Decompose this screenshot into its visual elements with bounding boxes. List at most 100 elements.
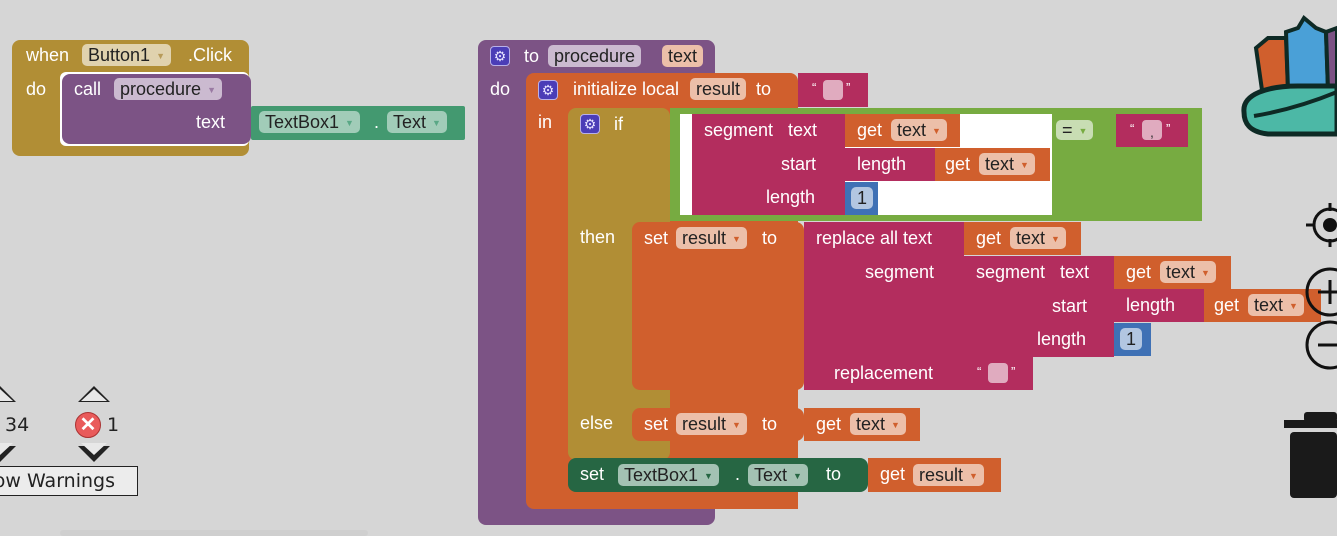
compare-operator-dropdown[interactable]: =▼ bbox=[1056, 120, 1094, 140]
grid-mark bbox=[321, 218, 328, 225]
property-dropdown[interactable]: Text▼ bbox=[748, 464, 808, 486]
grid-mark bbox=[165, 218, 172, 225]
grid-mark bbox=[139, 478, 146, 485]
backpack-icon[interactable] bbox=[1238, 8, 1337, 138]
get-result-block[interactable]: get result▼ bbox=[868, 458, 1001, 492]
property-dropdown[interactable]: Text▼ bbox=[387, 111, 447, 133]
recenter-icon[interactable] bbox=[1302, 200, 1337, 250]
get-text-block[interactable]: get text▼ bbox=[1114, 256, 1231, 289]
grid-mark bbox=[269, 10, 276, 17]
grid-mark bbox=[35, 244, 42, 251]
grid-mark bbox=[87, 296, 94, 303]
warning-prev-arrow[interactable] bbox=[0, 386, 16, 402]
empty-text-block[interactable]: “ ” bbox=[798, 73, 868, 107]
grid-mark bbox=[295, 400, 302, 407]
length-block[interactable]: length bbox=[1114, 289, 1204, 322]
get-label: get bbox=[857, 120, 883, 140]
grid-mark bbox=[61, 322, 68, 329]
component-dropdown[interactable]: TextBox1▼ bbox=[618, 464, 719, 486]
grid-mark bbox=[399, 426, 406, 433]
grid-mark bbox=[581, 530, 588, 533]
grid-mark bbox=[425, 62, 432, 69]
length-block[interactable]: length bbox=[845, 148, 935, 181]
get-text-block[interactable]: get text▼ bbox=[964, 222, 1081, 255]
grid-mark bbox=[165, 36, 172, 43]
comma-text-block[interactable]: “ , ” bbox=[1116, 114, 1188, 147]
horizontal-scrollbar[interactable] bbox=[60, 530, 368, 536]
text-value-field[interactable] bbox=[823, 80, 843, 100]
grid-mark bbox=[347, 348, 354, 355]
component-dropdown[interactable]: TextBox1▼ bbox=[259, 111, 360, 133]
zoom-in-icon[interactable] bbox=[1302, 266, 1337, 318]
grid-mark bbox=[373, 478, 380, 485]
get-text-block[interactable]: get text▼ bbox=[845, 114, 960, 147]
grid-mark bbox=[1205, 244, 1212, 251]
set-result-block[interactable]: set result▼ to bbox=[632, 408, 804, 441]
segment-block[interactable]: segment text start length bbox=[692, 114, 845, 215]
trash-icon[interactable] bbox=[1284, 412, 1337, 498]
grid-mark bbox=[1075, 10, 1082, 17]
grid-mark bbox=[1257, 426, 1264, 433]
set-textbox-text-block[interactable]: set TextBox1▼ . Text▼ to bbox=[568, 458, 868, 492]
grid-mark bbox=[1127, 62, 1134, 69]
grid-mark bbox=[971, 10, 978, 17]
grid-mark bbox=[269, 374, 276, 381]
warning-next-arrow[interactable] bbox=[0, 443, 16, 462]
param-text[interactable]: text bbox=[662, 45, 704, 67]
grid-mark bbox=[399, 88, 406, 95]
grid-mark bbox=[763, 36, 770, 43]
component-dropdown[interactable]: Button1▼ bbox=[82, 44, 171, 66]
get-text-block[interactable]: get text▼ bbox=[935, 148, 1050, 181]
call-procedure-block[interactable]: call procedure▼ text bbox=[62, 74, 251, 144]
var-dropdown[interactable]: text▼ bbox=[1160, 261, 1216, 283]
replace-all-block[interactable]: replace all text segment replacement bbox=[804, 222, 964, 390]
text-value-field[interactable] bbox=[988, 363, 1008, 383]
procedure-name-field[interactable]: procedure bbox=[548, 45, 642, 67]
grid-mark bbox=[1283, 192, 1290, 199]
error-prev-arrow[interactable] bbox=[78, 386, 110, 402]
segment-block[interactable]: segment text start length bbox=[964, 256, 1114, 357]
number-field[interactable]: 1 bbox=[1120, 328, 1143, 350]
grid-mark bbox=[451, 296, 458, 303]
grid-mark bbox=[971, 452, 978, 459]
var-dropdown[interactable]: text▼ bbox=[850, 413, 906, 435]
procedure-dropdown[interactable]: procedure▼ bbox=[114, 78, 222, 100]
get-text-block[interactable]: get text▼ bbox=[804, 408, 920, 441]
gear-icon[interactable]: ⚙ bbox=[580, 114, 600, 134]
number-block[interactable]: 1 bbox=[1114, 323, 1151, 356]
error-next-arrow[interactable] bbox=[78, 443, 110, 462]
gear-icon[interactable]: ⚙ bbox=[538, 80, 558, 100]
local-var-name-field[interactable]: result bbox=[690, 78, 747, 100]
number-field[interactable]: 1 bbox=[851, 187, 874, 209]
grid-mark bbox=[529, 530, 536, 533]
dot-label: . bbox=[374, 112, 380, 132]
var-dropdown[interactable]: text▼ bbox=[1248, 294, 1304, 316]
grid-mark bbox=[971, 36, 978, 43]
text-value-field[interactable]: , bbox=[1142, 120, 1162, 140]
var-dropdown[interactable]: result▼ bbox=[913, 464, 984, 486]
grid-mark bbox=[1127, 10, 1134, 17]
textbox-text-getter[interactable]: TextBox1▼ . Text▼ bbox=[251, 106, 465, 140]
set-result-block[interactable]: set result▼ to bbox=[632, 222, 804, 390]
var-dropdown[interactable]: text▼ bbox=[1010, 227, 1066, 249]
grid-mark bbox=[1205, 452, 1212, 459]
number-block[interactable]: 1 bbox=[845, 182, 878, 215]
var-dropdown[interactable]: text▼ bbox=[979, 153, 1035, 175]
grid-mark bbox=[139, 400, 146, 407]
grid-mark bbox=[1257, 36, 1264, 43]
get-text-block[interactable]: get text▼ bbox=[1204, 289, 1321, 322]
grid-mark bbox=[919, 62, 926, 69]
var-dropdown[interactable]: result▼ bbox=[676, 227, 747, 249]
grid-mark bbox=[9, 296, 16, 303]
grid-mark bbox=[1257, 374, 1264, 381]
grid-mark bbox=[9, 530, 16, 533]
zoom-out-icon[interactable] bbox=[1302, 319, 1337, 371]
gear-icon[interactable]: ⚙ bbox=[490, 46, 510, 66]
empty-text-block[interactable]: “ ” bbox=[964, 357, 1033, 390]
grid-mark bbox=[893, 10, 900, 17]
var-dropdown[interactable]: result▼ bbox=[676, 413, 747, 435]
var-dropdown[interactable]: text▼ bbox=[891, 119, 947, 141]
show-warnings-button[interactable]: ow Warnings bbox=[0, 466, 138, 496]
grid-mark bbox=[1283, 244, 1290, 251]
grid-mark bbox=[295, 166, 302, 173]
